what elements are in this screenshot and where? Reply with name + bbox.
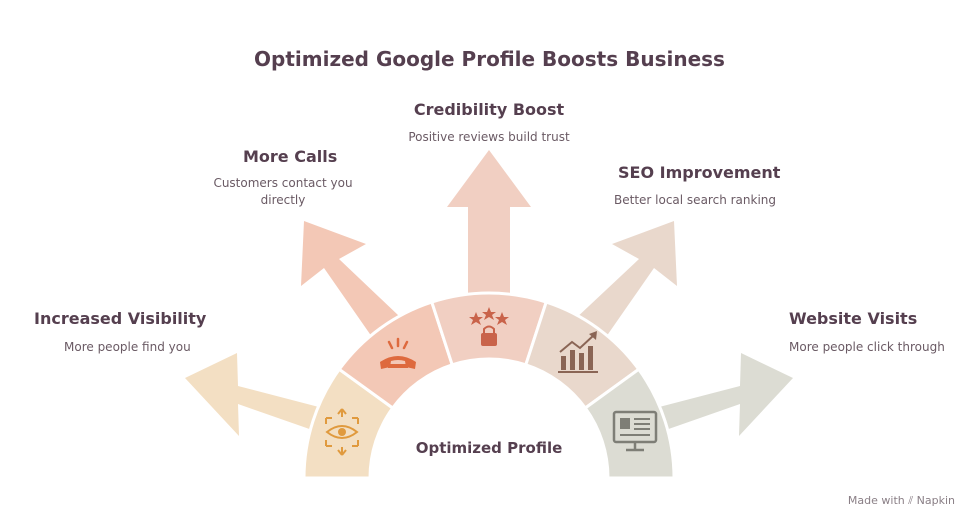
made-with-napkin-link[interactable]: Made with ⫽ Napkin	[847, 494, 955, 507]
desc-increased-visibility: More people find you	[64, 340, 191, 354]
label-more-calls: More Calls	[243, 147, 338, 166]
arrow-increased-visibility	[185, 353, 338, 439]
diagram-title: Optimized Google Profile Boosts Business	[254, 47, 725, 71]
label-credibility-boost: Credibility Boost	[413, 100, 565, 119]
monitor-icon	[612, 410, 658, 452]
desc-seo-improvement: Better local search ranking	[614, 193, 777, 207]
phone-ringing-icon	[380, 337, 416, 369]
label-seo-improvement: SEO Improvement	[618, 163, 781, 182]
desc-more-calls: Customers contact you directly	[213, 176, 353, 207]
arrow-credibility-boost	[447, 150, 531, 328]
growth-chart-icon	[558, 331, 598, 373]
lock-stars-icon	[469, 307, 509, 346]
arrow-website-visits	[640, 353, 793, 439]
eye-icon	[325, 408, 359, 456]
label-increased-visibility: Increased Visibility	[34, 309, 207, 328]
desc-credibility-boost: Positive reviews build trust	[408, 130, 570, 144]
center-label: Optimized Profile	[415, 439, 563, 457]
desc-website-visits: More people click through	[789, 340, 945, 354]
label-website-visits: Website Visits	[789, 309, 918, 328]
